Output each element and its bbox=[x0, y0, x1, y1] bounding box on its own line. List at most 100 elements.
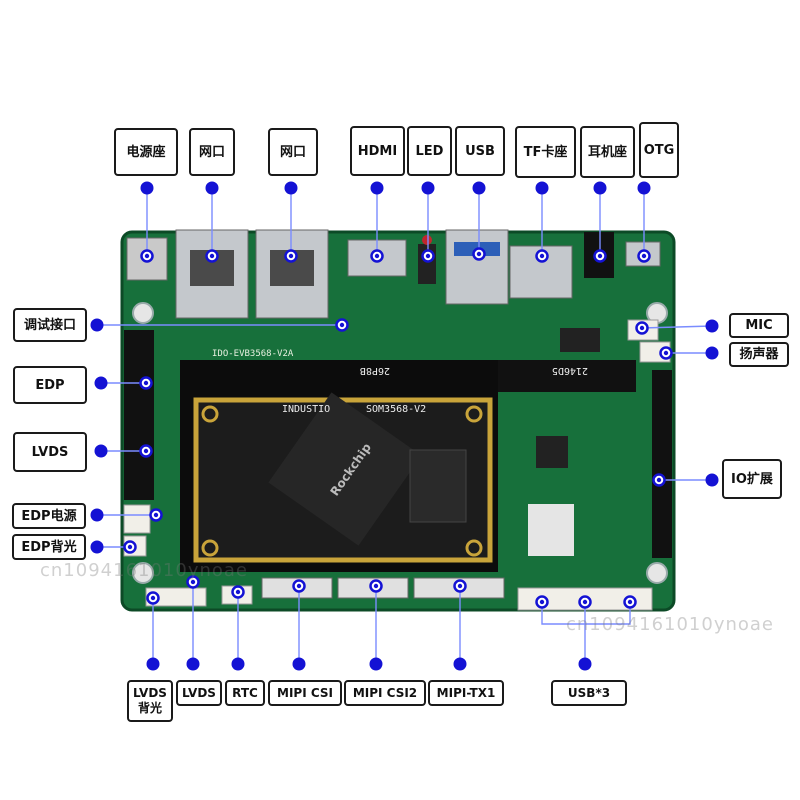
target-hdmi-center bbox=[374, 253, 380, 259]
som-model-silk: SOM3568-V2 bbox=[366, 404, 426, 415]
marker-mic bbox=[705, 319, 719, 333]
ddr-tag-2-silk: 2146D5 bbox=[552, 365, 588, 376]
label-edp: EDP bbox=[13, 366, 87, 404]
marker-tf-slot bbox=[535, 181, 549, 195]
label-mipi-csi2: MIPI CSI2 bbox=[344, 680, 426, 706]
target-mipi-csi2-center bbox=[373, 583, 379, 589]
target-rtc-center bbox=[235, 589, 241, 595]
target-lvds-center bbox=[190, 579, 196, 585]
marker-lvds bbox=[186, 657, 200, 671]
target-edp-backlight-center bbox=[127, 544, 133, 550]
marker-edp-backlight bbox=[90, 540, 104, 554]
marker-usb bbox=[472, 181, 486, 195]
label-lvds-backlight: LVDS 背光 bbox=[127, 680, 173, 722]
target-edp-center bbox=[143, 380, 149, 386]
pcb-shade bbox=[120, 230, 676, 612]
marker-hdmi bbox=[370, 181, 384, 195]
marker-usb-x3 bbox=[578, 657, 592, 671]
label-usb: USB bbox=[455, 126, 505, 176]
leader-lines bbox=[97, 188, 713, 664]
label-lvds: LVDS bbox=[13, 432, 87, 472]
mounting-hole bbox=[132, 302, 154, 324]
leader-line bbox=[541, 602, 631, 625]
label-ethernet-2: 网口 bbox=[268, 128, 318, 176]
target-tf-slot-center bbox=[539, 253, 545, 259]
target-led-center bbox=[425, 253, 431, 259]
target-lvds-center bbox=[143, 448, 149, 454]
target-speaker-center bbox=[663, 350, 669, 356]
marker-io-expansion bbox=[705, 473, 719, 487]
som-corner-hole bbox=[201, 539, 219, 557]
pcb-board: IDO-EVB3568-V2A INDUSTIO SOM3568-V2 Rock… bbox=[120, 229, 676, 612]
label-hdmi: HDMI bbox=[350, 126, 405, 176]
marker-mipi-csi2 bbox=[369, 657, 383, 671]
marker-headphone-jack bbox=[593, 181, 607, 195]
label-power-jack: 电源座 bbox=[114, 128, 178, 176]
target-mipi-tx1-center bbox=[457, 583, 463, 589]
wifi-module bbox=[528, 504, 574, 556]
target-usb-center bbox=[476, 251, 482, 257]
label-mipi-tx1: MIPI-TX1 bbox=[428, 680, 504, 706]
board-chip bbox=[536, 436, 568, 468]
target-usb-2-center bbox=[582, 599, 588, 605]
board-id-silk: IDO-EVB3568-V2A bbox=[212, 349, 294, 359]
label-io-expansion: IO扩展 bbox=[722, 459, 782, 499]
label-rtc: RTC bbox=[225, 680, 265, 706]
lvds-backlight-connector bbox=[145, 587, 207, 607]
marker-mipi-csi bbox=[292, 657, 306, 671]
mounting-hole bbox=[646, 562, 668, 584]
marker-edp-power bbox=[90, 508, 104, 522]
ddr-tag-silk: 26P8B bbox=[360, 365, 390, 376]
target-mipi-csi-center bbox=[296, 583, 302, 589]
label-tf-slot: TF卡座 bbox=[515, 126, 576, 178]
leader-line bbox=[641, 325, 713, 329]
marker-lvds bbox=[94, 444, 108, 458]
ram-chip bbox=[409, 449, 467, 523]
marker-debug-port bbox=[90, 318, 104, 332]
label-mipi-csi: MIPI CSI bbox=[268, 680, 342, 706]
edp-header bbox=[124, 330, 154, 420]
label-ethernet-1: 网口 bbox=[189, 128, 235, 176]
label-edp-power: EDP电源 bbox=[12, 503, 86, 529]
target-ethernet-1-center bbox=[209, 253, 215, 259]
som-corner-hole bbox=[465, 539, 483, 557]
som-brand-silk: INDUSTIO bbox=[282, 404, 330, 415]
marker-rtc bbox=[231, 657, 245, 671]
label-edp-backlight: EDP背光 bbox=[12, 534, 86, 560]
marker-ethernet-1 bbox=[205, 181, 219, 195]
target-edp-power-center bbox=[153, 512, 159, 518]
target-power-jack-center bbox=[144, 253, 150, 259]
target-ethernet-2-center bbox=[288, 253, 294, 259]
marker-lvds-backlight bbox=[146, 657, 160, 671]
label-led: LED bbox=[407, 126, 452, 176]
mounting-hole bbox=[132, 562, 154, 584]
label-debug-port: 调试接口 bbox=[13, 308, 87, 342]
target-usb-1-center bbox=[539, 599, 545, 605]
label-otg: OTG bbox=[639, 122, 679, 178]
callout-markers bbox=[90, 181, 719, 671]
label-headphone-jack: 耳机座 bbox=[580, 126, 635, 178]
target-headphone-jack-center bbox=[597, 253, 603, 259]
soc-chip bbox=[268, 392, 422, 546]
som-corner-hole bbox=[201, 405, 219, 423]
usb-port bbox=[445, 229, 509, 305]
marker-led bbox=[421, 181, 435, 195]
mini-pcie-slot bbox=[498, 360, 636, 392]
target-usb-3-center bbox=[627, 599, 633, 605]
edp-power-connector bbox=[123, 504, 151, 534]
marker-otg bbox=[637, 181, 651, 195]
marker-edp bbox=[94, 376, 108, 390]
marker-mipi-tx1 bbox=[453, 657, 467, 671]
label-lvds-bottom: LVDS bbox=[176, 680, 222, 706]
target-io-expansion-center bbox=[656, 477, 662, 483]
io-expansion-header bbox=[652, 370, 672, 558]
target-otg-center bbox=[641, 253, 647, 259]
target-debug-port-center bbox=[339, 322, 345, 328]
marker-speaker bbox=[705, 346, 719, 360]
lvds-header bbox=[124, 420, 154, 500]
marker-ethernet-2 bbox=[284, 181, 298, 195]
label-usb-x3: USB*3 bbox=[551, 680, 627, 706]
led-lens bbox=[422, 235, 432, 245]
board-chip bbox=[560, 328, 600, 352]
